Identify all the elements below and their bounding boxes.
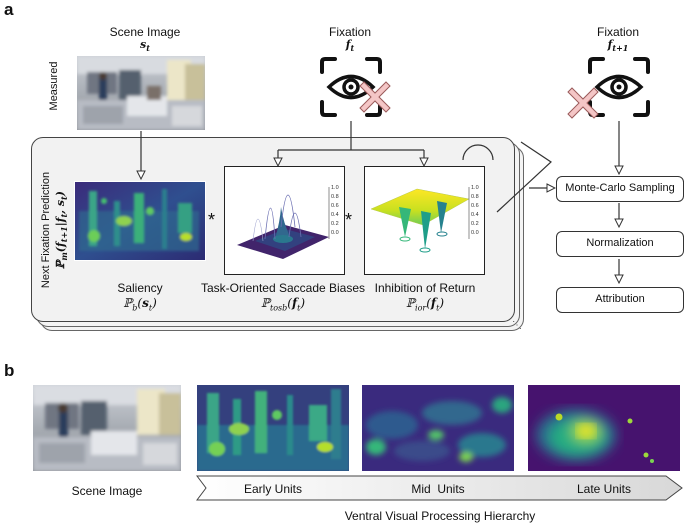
tick-label: 0.8 [471,194,479,200]
tick-label: 0.4 [471,212,479,218]
cross-icon [359,81,391,113]
tick-label: 0.0 [471,230,479,236]
eye-icon [320,57,382,117]
late-units-label: Late Units [576,482,632,496]
tick-label: 1.0 [471,185,479,191]
tick-label: 0.2 [471,221,479,227]
tosb-formula: ℙtosb(ft) [260,296,306,313]
late-units-map [528,385,680,471]
early-units-label: Early Units [243,482,302,496]
fixation-t-symbol: ft [345,38,355,54]
tosb-plot [237,187,330,259]
mid-units-map [362,385,514,471]
scene-image-b-label: Scene Image [71,484,143,498]
saliency-formula: ℙb(st) [123,296,157,313]
stack-dots: ⋱ [512,320,522,331]
fixation-t1-symbol: ft+1 [607,38,629,54]
early-units-map [197,385,349,471]
next-fixation-prediction-formula: ℙm(ft+1|ft, st) [54,191,70,269]
mid-units-label: Mid Units [411,482,465,496]
ior-axis-ticks: 1.0 0.8 0.6 0.4 0.2 0.0 [471,184,479,238]
tick-label: 0.2 [331,221,339,227]
scene-image-symbol: st [140,38,150,54]
ior-plot [370,187,470,253]
tick-label: 0.4 [331,212,339,218]
hierarchy-label: Ventral Visual Processing Hierarchy [344,509,536,523]
tosb-title: Task-Oriented Saccade Biases [200,281,366,295]
tick-label: 0.6 [331,203,339,209]
tick-label: 0.8 [331,194,339,200]
scene-photo-a [77,56,205,130]
next-fixation-prediction-label: Next Fixation Prediction [40,171,52,289]
cross-icon [567,87,599,119]
multiply-symbol: * [345,210,353,230]
ior-title: Inhibition of Return [374,281,476,295]
saliency-title: Saliency [117,281,163,295]
arrows-layer [0,121,685,340]
panel-a-letter: a [4,0,14,19]
fixation-t-title: Fixation [328,25,372,39]
attribution-box: Attribution [556,287,684,313]
hierarchy-arrow [196,475,683,501]
tosb-axis-ticks: 1.0 0.8 0.6 0.4 0.2 0.0 [331,184,339,238]
scene-image-title: Scene Image [109,25,181,39]
fixation-t1-title: Fixation [596,25,640,39]
ior-formula: ℙior(ft) [406,296,444,313]
normalization-box: Normalization [556,231,684,257]
multiply-symbol: * [208,210,216,230]
monte-carlo-sampling-box: Monte-Carlo Sampling [556,176,684,202]
tick-label: 0.0 [331,230,339,236]
tick-label: 0.6 [471,203,479,209]
saliency-map [74,181,206,261]
panel-b-letter: b [4,361,15,380]
tick-label: 1.0 [331,185,339,191]
scene-photo-b [33,385,181,471]
